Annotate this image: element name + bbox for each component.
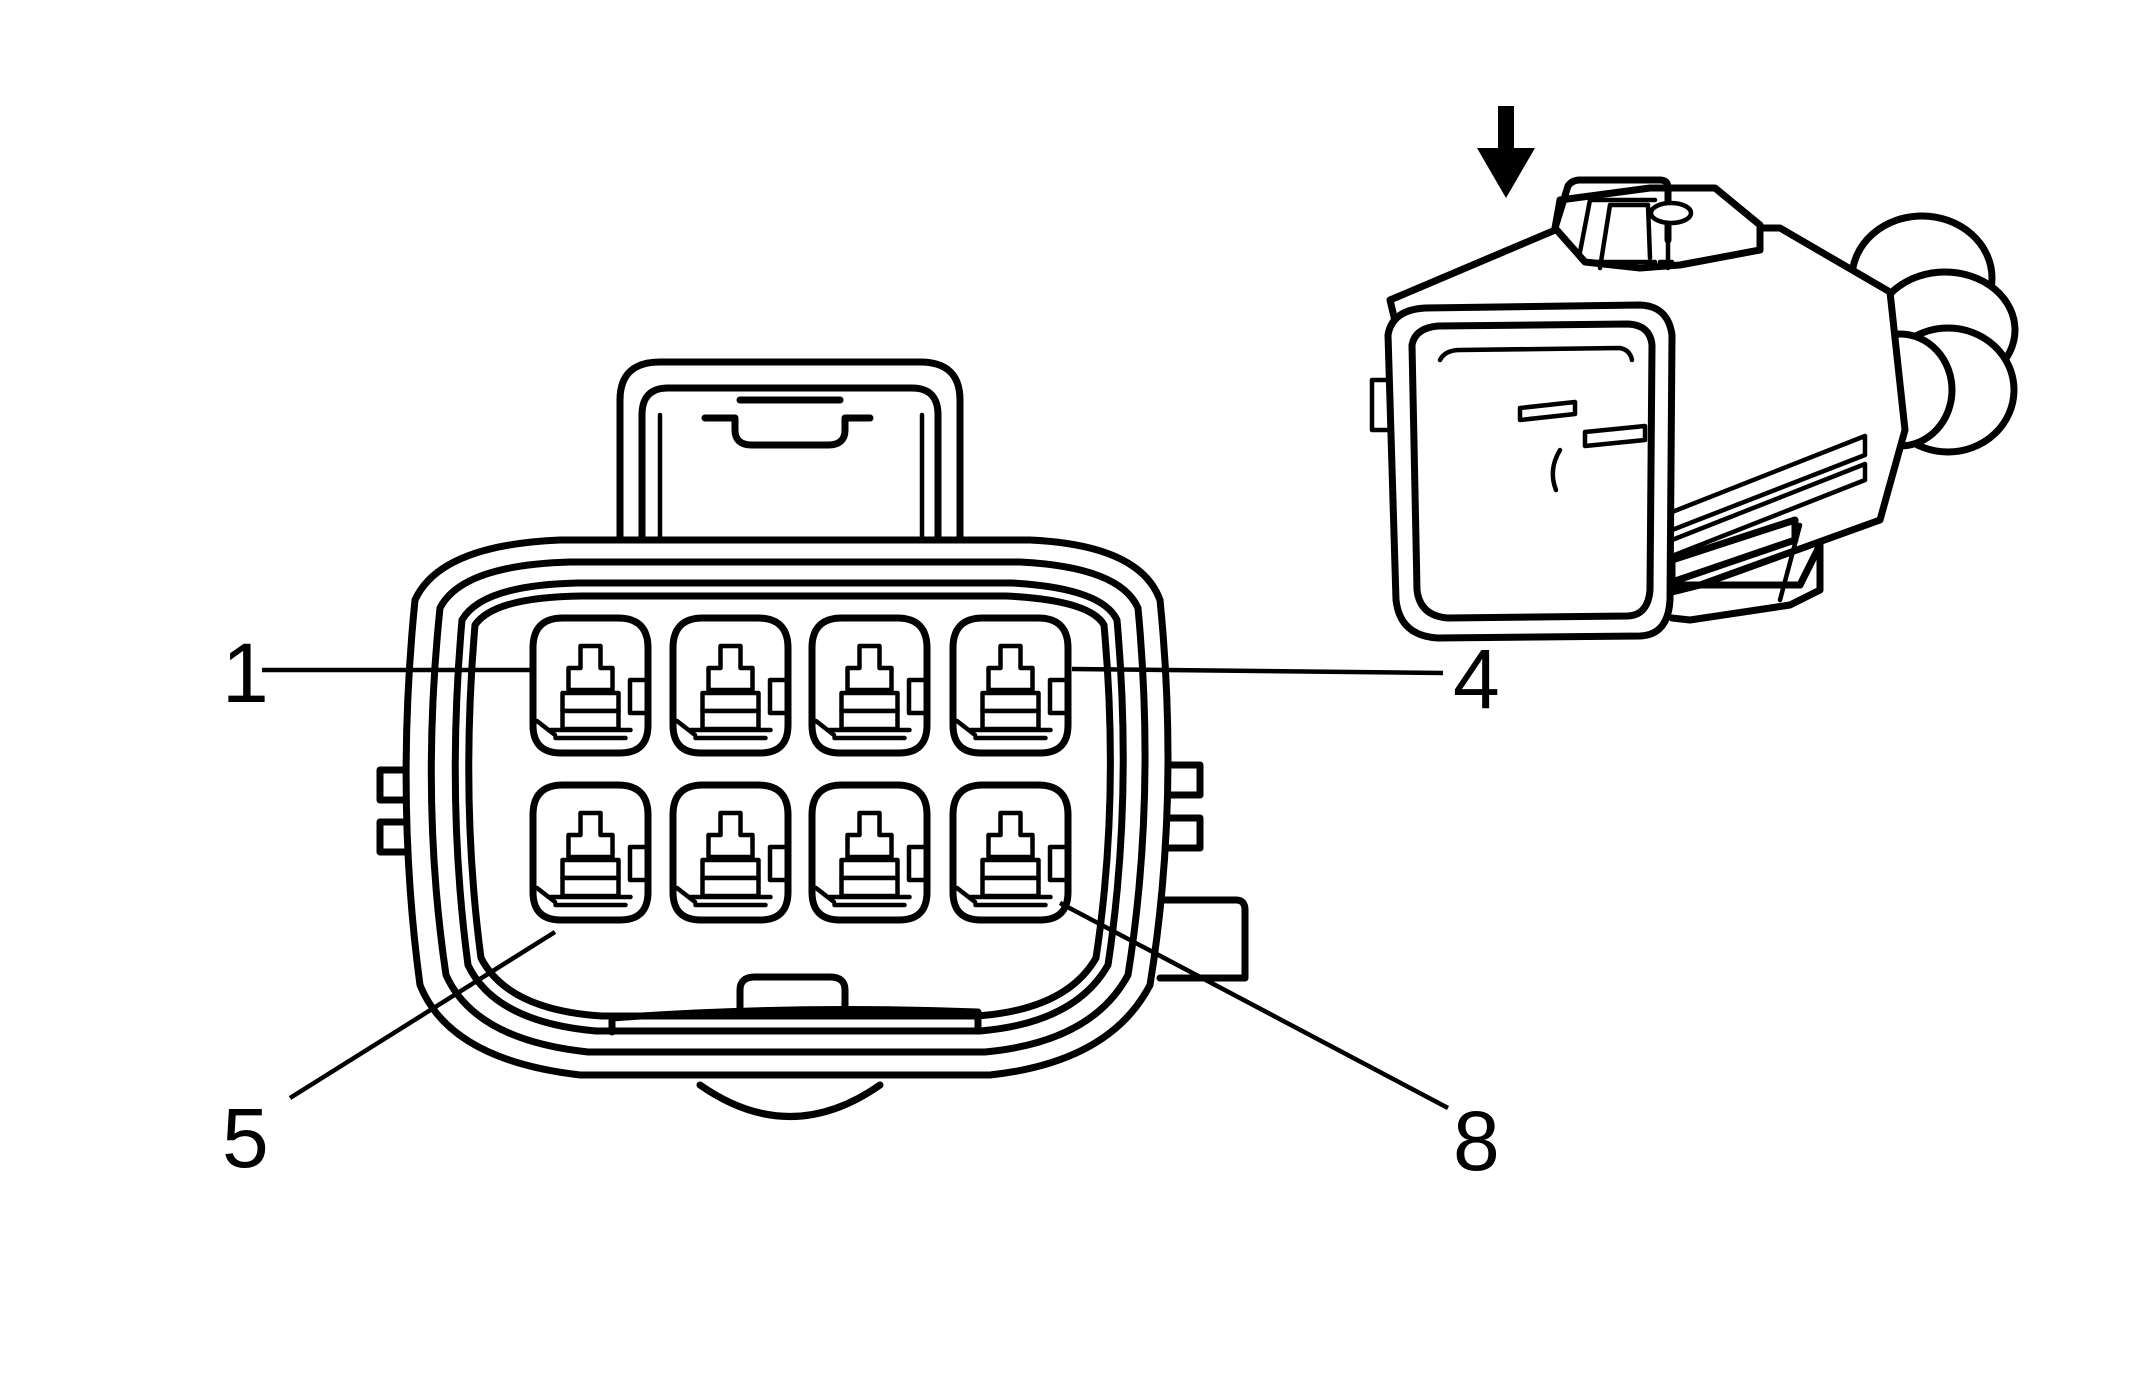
connector-face-icon [376,358,1249,1120]
pin-cavity-1 [529,614,652,757]
pin-5-label: 5 [222,1091,269,1185]
pin-cavity-4 [949,614,1072,757]
pin-cavities [529,614,1072,924]
pin-cavity-2 [669,614,792,757]
pin-cavity-8 [949,781,1072,924]
pin-8-label: 8 [1453,1094,1500,1188]
pin-cavity-3 [808,614,931,757]
arrow-down-icon [1477,106,1535,198]
pin-cavity-5 [529,781,652,924]
pin-4-label: 4 [1453,632,1500,726]
leader-pin-5 [288,930,557,1100]
pin-cavity-6 [669,781,792,924]
connector-3d-icon [1369,176,2019,642]
pin-1-label: 1 [222,626,269,720]
leader-pin-4 [1071,666,1444,676]
pin-cavity-7 [808,781,931,924]
leader-pin-8 [1058,901,1450,1110]
leader-lines [262,666,1450,1110]
